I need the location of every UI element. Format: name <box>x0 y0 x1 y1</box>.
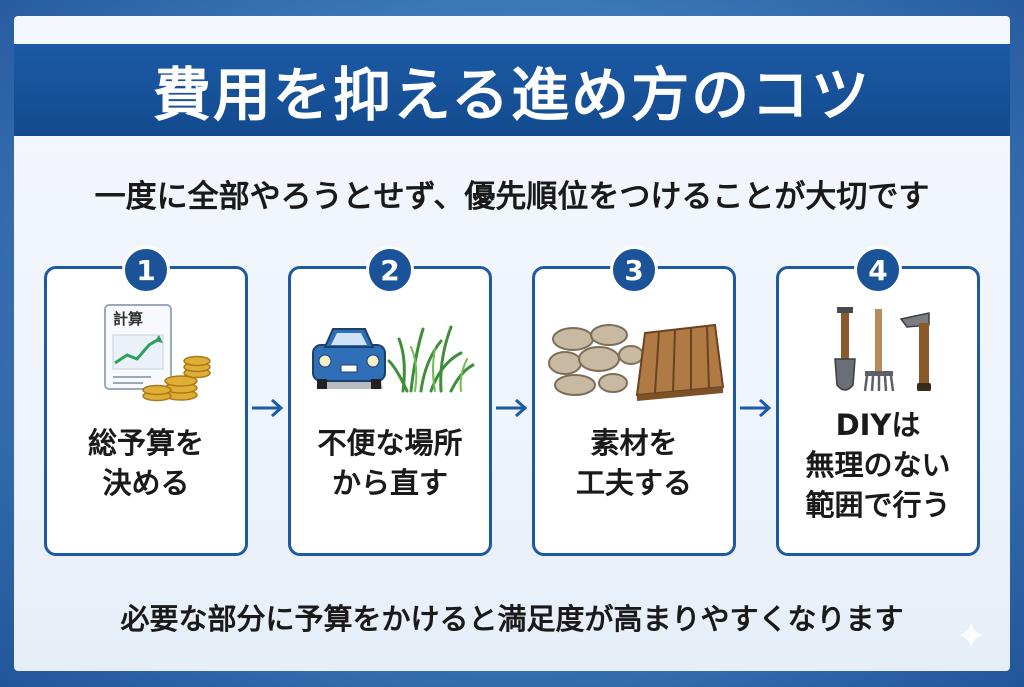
arrow-right-icon <box>252 398 284 418</box>
step-card-3: 素材を 工夫する <box>532 266 736 556</box>
arrow-right-icon <box>740 398 772 418</box>
stone-and-wood-icon <box>548 323 725 401</box>
car-and-weeds-icon <box>312 325 475 393</box>
garden-tools-icon <box>834 307 931 392</box>
step-badge-4: 4 <box>854 246 902 294</box>
step-2-label: 不便な場所 から直す <box>317 426 463 500</box>
step-1-label: 総予算を 決める <box>87 426 204 500</box>
step-badge-3: 3 <box>610 246 658 294</box>
arrow-right-icon <box>496 398 528 418</box>
step-card-2: 不便な場所 から直す <box>288 266 492 556</box>
subtitle: 一度に全部やろうとせず、優先順位をつけることが大切です <box>94 179 930 215</box>
title-banner: 費用を抑える進め方のコツ <box>14 44 1010 136</box>
budget-calculation-icon: 計算 <box>104 304 211 402</box>
step-3-label: 素材を 工夫する <box>575 426 692 500</box>
step-card-1: 計算 総予算を 決める <box>44 266 248 556</box>
step-badge-1: 1 <box>122 246 170 294</box>
footer-note: 必要な部分に予算をかけると満足度が高まりやすくなります <box>120 602 904 636</box>
page-title: 費用を抑える進め方のコツ <box>152 61 872 129</box>
sparkle-icon <box>958 622 984 648</box>
step-4-label: DIYは 無理のない 範囲で行う <box>805 408 951 522</box>
step-badge-2: 2 <box>366 246 414 294</box>
calc-doc-label: 計算 <box>113 310 143 328</box>
step-card-4: DIYは 無理のない 範囲で行う <box>776 266 980 556</box>
